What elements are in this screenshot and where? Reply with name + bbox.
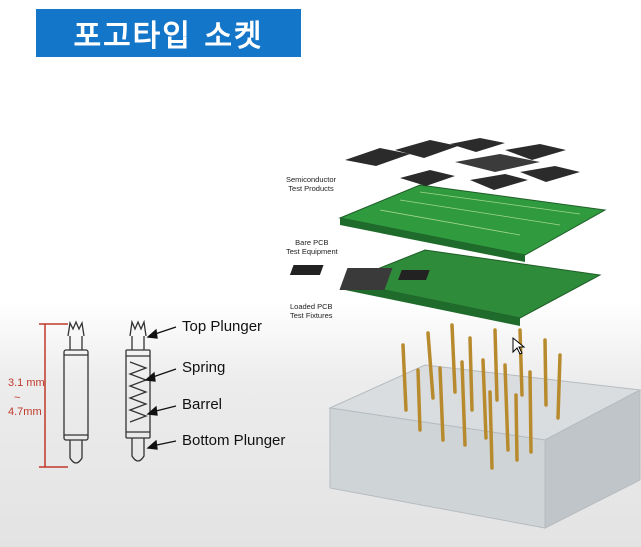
pogo-pins xyxy=(401,323,562,470)
loaded-pcb xyxy=(289,249,602,326)
layer-label-loaded-pcb: Loaded PCB Test Fixtures xyxy=(290,302,333,320)
bare-pcb xyxy=(338,184,607,262)
layer-label-bare-pcb: Bare PCB Test Equipment xyxy=(286,238,338,256)
pogo-pin-outline xyxy=(63,320,89,464)
semiconductor-chips xyxy=(345,138,580,190)
label-bottom-plunger: Bottom Plunger xyxy=(182,432,286,449)
pogo-pin-cutaway xyxy=(125,319,151,462)
dimension-max: 4.7mm xyxy=(8,406,42,418)
dimension-min: 3.1 mm xyxy=(8,377,45,389)
label-top-plunger: Top Plunger xyxy=(182,318,263,335)
layer-label-semiconductor: Semiconductor Test Products xyxy=(286,175,337,193)
title-banner: 포고타입 소켓 xyxy=(36,9,301,57)
dimension-separator: ~ xyxy=(14,392,21,404)
dimension-line xyxy=(39,323,68,468)
label-spring: Spring xyxy=(182,359,226,376)
page-title: 포고타입 소켓 xyxy=(73,19,264,54)
label-barrel: Barrel xyxy=(182,396,223,413)
label-arrows xyxy=(144,326,177,450)
